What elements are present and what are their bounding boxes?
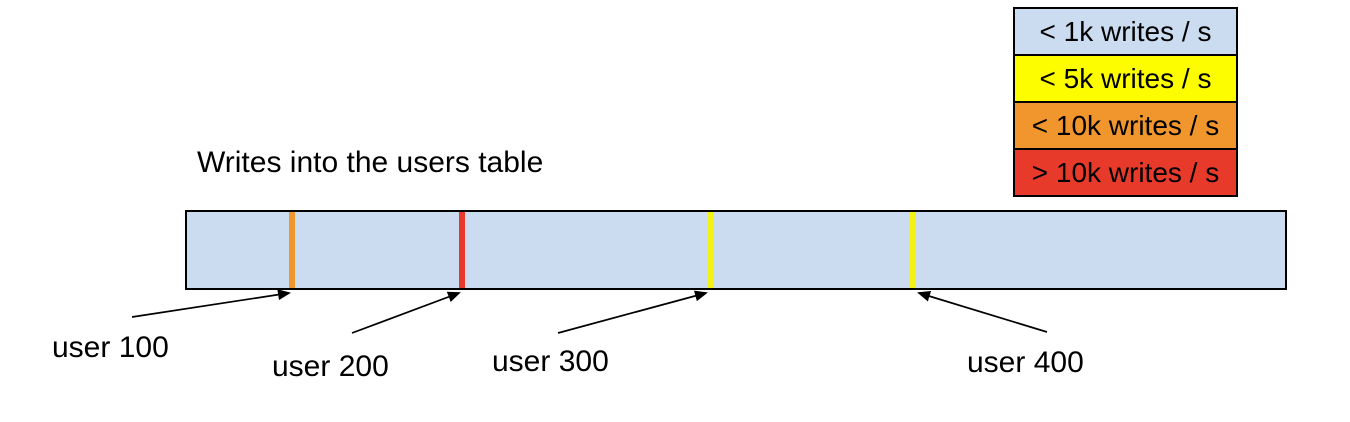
hotspot-stripe-user-400 <box>910 212 916 288</box>
label-user-200: user 200 <box>272 350 389 383</box>
legend-item-lt-10k: < 10k writes / s <box>1015 101 1236 148</box>
label-user-300: user 300 <box>492 345 609 378</box>
legend-item-label: < 10k writes / s <box>1031 109 1220 141</box>
hotspot-stripe-user-200 <box>459 212 465 288</box>
arrow-user-300 <box>557 290 708 334</box>
diagram-title: Writes into the users table <box>197 146 544 179</box>
legend-item-label: > 10k writes / s <box>1031 156 1220 188</box>
label-user-400: user 400 <box>967 346 1084 379</box>
hotspot-stripe-user-300 <box>708 212 714 288</box>
label-user-100: user 100 <box>52 331 169 364</box>
legend-item-lt-1k: < 1k writes / s <box>1015 9 1236 54</box>
legend-item-gt-10k: > 10k writes / s <box>1015 148 1236 195</box>
legend-item-label: < 5k writes / s <box>1039 62 1212 94</box>
hotspot-stripe-user-100 <box>289 212 295 288</box>
users-table-bar <box>185 210 1287 290</box>
arrow-user-200 <box>351 291 461 334</box>
legend-item-label: < 1k writes / s <box>1039 15 1212 47</box>
arrow-user-400 <box>917 290 1048 333</box>
write-rate-legend: < 1k writes / s < 5k writes / s < 10k wr… <box>1013 7 1238 197</box>
legend-item-lt-5k: < 5k writes / s <box>1015 54 1236 101</box>
arrow-user-100 <box>131 289 291 318</box>
